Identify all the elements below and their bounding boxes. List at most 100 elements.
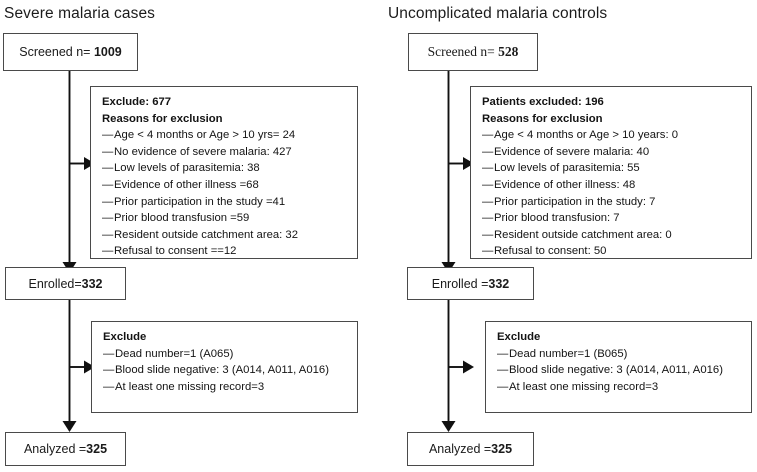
node-screened-severe-label: Screened n= bbox=[19, 45, 94, 59]
exclusion-uncomplicated-reason-text: Refusal to consent: 50 bbox=[494, 245, 607, 258]
exclusion-severe-reason: —Refusal to consent ==12 bbox=[102, 243, 348, 260]
post-exclusion-uncomplicated-heading: Exclude bbox=[497, 331, 541, 343]
list-dash: — bbox=[497, 380, 509, 393]
node-enrolled-severe: Enrolled=332 bbox=[5, 267, 126, 300]
post-exclusion-severe-reason-text: Blood slide negative: 3 (A014, A011, A01… bbox=[115, 364, 329, 377]
exclusion-uncomplicated-reason: —Evidence of other illness: 48 bbox=[482, 177, 742, 194]
exclusion-severe-reason: —Prior participation in the study =41 bbox=[102, 194, 348, 211]
post-exclusion-severe-reason: —At least one missing record=3 bbox=[103, 379, 348, 396]
node-analyzed-uncomplicated: Analyzed =325 bbox=[407, 432, 534, 466]
exclusion-uncomplicated-reason: —Refusal to consent: 50 bbox=[482, 243, 742, 260]
post-exclusion-uncomplicated-reason-text: Blood slide negative: 3 (A014, A011, A01… bbox=[509, 364, 723, 377]
list-dash: — bbox=[102, 228, 114, 241]
node-exclusion-uncomplicated: Patients excluded: 196 Reasons for exclu… bbox=[470, 86, 752, 259]
exclusion-severe-reason: —Age < 4 months or Age > 10 yrs= 24 bbox=[102, 127, 348, 144]
column-title-severe: Severe malaria cases bbox=[4, 5, 156, 22]
exclusion-severe-reason-text: Refusal to consent ==12 bbox=[114, 245, 237, 258]
list-dash: — bbox=[482, 228, 494, 241]
exclusion-severe-heading: Exclude: 677 bbox=[102, 96, 172, 108]
node-enrolled-severe-label: Enrolled= bbox=[28, 276, 82, 291]
exclusion-uncomplicated-subheading: Reasons for exclusion bbox=[482, 112, 603, 125]
list-dash: — bbox=[102, 178, 114, 191]
column-title-uncomplicated: Uncomplicated malaria controls bbox=[388, 5, 608, 22]
exclusion-uncomplicated-reason-text: Prior participation in the study: 7 bbox=[494, 195, 656, 208]
exclusion-uncomplicated-reason: —Resident outside catchment area: 0 bbox=[482, 227, 742, 244]
post-exclusion-uncomplicated-reason-text: At least one missing record=3 bbox=[509, 380, 659, 393]
exclusion-uncomplicated-reason-text: Evidence of severe malaria: 40 bbox=[494, 145, 650, 158]
list-dash: — bbox=[482, 178, 494, 191]
node-screened-uncomplicated-text: Screened n= 528 bbox=[428, 44, 519, 60]
exclusion-severe-reason: —Evidence of other illness =68 bbox=[102, 177, 348, 194]
node-analyzed-severe-text: Analyzed =325 bbox=[24, 441, 107, 457]
list-dash: — bbox=[103, 364, 115, 377]
exclusion-severe-reason-text: Evidence of other illness =68 bbox=[114, 178, 259, 191]
exclusion-severe-reason-text: Resident outside catchment area: 32 bbox=[114, 228, 298, 241]
node-enrolled-severe-value: 332 bbox=[81, 276, 103, 291]
exclusion-severe-reason: —Resident outside catchment area: 32 bbox=[102, 227, 348, 244]
node-analyzed-uncomplicated-text: Analyzed =325 bbox=[429, 441, 512, 457]
post-exclusion-severe-reason: —Blood slide negative: 3 (A014, A011, A0… bbox=[103, 362, 348, 379]
list-dash: — bbox=[102, 162, 114, 175]
post-exclusion-severe-heading: Exclude bbox=[103, 331, 147, 343]
node-enrolled-uncomplicated-value: 332 bbox=[488, 276, 510, 291]
exclusion-uncomplicated-heading: Patients excluded: 196 bbox=[482, 96, 604, 108]
node-exclusion-severe: Exclude: 677 Reasons for exclusion —Age … bbox=[90, 86, 358, 259]
exclusion-uncomplicated-reason-text: Prior blood transfusion: 7 bbox=[494, 212, 620, 225]
exclusion-uncomplicated-reason: —Prior blood transfusion: 7 bbox=[482, 210, 742, 227]
exclusion-severe-reason-text: Prior participation in the study =41 bbox=[114, 195, 286, 208]
post-exclusion-uncomplicated-reason: —At least one missing record=3 bbox=[497, 379, 742, 396]
list-dash: — bbox=[102, 195, 114, 208]
list-dash: — bbox=[102, 212, 114, 225]
post-exclusion-uncomplicated-reason: —Blood slide negative: 3 (A014, A011, A0… bbox=[497, 362, 742, 379]
list-dash: — bbox=[497, 364, 509, 377]
node-post-exclusion-severe: Exclude —Dead number=1 (A065) —Blood sli… bbox=[91, 321, 358, 413]
node-analyzed-severe-value: 325 bbox=[86, 442, 108, 456]
node-enrolled-severe-text: Enrolled=332 bbox=[28, 276, 102, 292]
node-analyzed-uncomplicated-label: Analyzed = bbox=[428, 442, 492, 456]
list-dash: — bbox=[482, 129, 494, 142]
post-exclusion-uncomplicated-reason-text: Dead number=1 (B065) bbox=[509, 347, 628, 360]
exclusion-uncomplicated-reason-text: Low levels of parasitemia: 55 bbox=[494, 162, 640, 175]
exclusion-uncomplicated-reason: —Evidence of severe malaria: 40 bbox=[482, 144, 742, 161]
node-post-exclusion-uncomplicated: Exclude —Dead number=1 (B065) —Blood sli… bbox=[485, 321, 752, 413]
list-dash: — bbox=[482, 212, 494, 225]
list-dash: — bbox=[482, 162, 494, 175]
list-dash: — bbox=[102, 129, 114, 142]
list-dash: — bbox=[482, 195, 494, 208]
exclusion-uncomplicated-reason: —Prior participation in the study: 7 bbox=[482, 194, 742, 211]
node-analyzed-uncomplicated-value: 325 bbox=[491, 442, 513, 456]
post-exclusion-severe-reason-text: At least one missing record=3 bbox=[115, 380, 265, 393]
node-screened-uncomplicated-label: Screened n= bbox=[427, 44, 499, 59]
node-analyzed-severe: Analyzed =325 bbox=[5, 432, 126, 466]
list-dash: — bbox=[103, 347, 115, 360]
arrowhead-right-post-exclude bbox=[463, 360, 474, 374]
post-exclusion-uncomplicated-reason: —Dead number=1 (B065) bbox=[497, 346, 742, 363]
node-screened-severe-value: 1009 bbox=[93, 45, 122, 59]
node-enrolled-uncomplicated: Enrolled =332 bbox=[407, 267, 534, 300]
list-dash: — bbox=[103, 380, 115, 393]
list-dash: — bbox=[102, 245, 114, 258]
node-screened-uncomplicated-value: 528 bbox=[498, 44, 519, 59]
list-dash: — bbox=[497, 347, 509, 360]
exclusion-uncomplicated-reason: —Age < 4 months or Age > 10 years: 0 bbox=[482, 127, 742, 144]
node-analyzed-severe-label: Analyzed = bbox=[23, 442, 87, 456]
exclusion-severe-reason-text: No evidence of severe malaria: 427 bbox=[114, 145, 292, 158]
exclusion-severe-reason-text: Prior blood transfusion =59 bbox=[114, 212, 250, 225]
exclusion-uncomplicated-reason-text: Age < 4 months or Age > 10 years: 0 bbox=[494, 129, 679, 142]
arrowhead-right-analyzed bbox=[441, 421, 456, 432]
exclusion-severe-reason: —Prior blood transfusion =59 bbox=[102, 210, 348, 227]
exclusion-severe-subheading: Reasons for exclusion bbox=[102, 112, 223, 125]
node-enrolled-uncomplicated-text: Enrolled =332 bbox=[432, 276, 510, 292]
exclusion-uncomplicated-reason-text: Evidence of other illness: 48 bbox=[494, 178, 636, 191]
exclusion-severe-reason-text: Low levels of parasitemia: 38 bbox=[114, 162, 260, 175]
node-screened-uncomplicated: Screened n= 528 bbox=[408, 33, 538, 71]
list-dash: — bbox=[482, 145, 494, 158]
node-screened-severe: Screened n= 1009 bbox=[3, 33, 138, 71]
exclusion-uncomplicated-reason: —Low levels of parasitemia: 55 bbox=[482, 160, 742, 177]
post-exclusion-severe-reason-text: Dead number=1 (A065) bbox=[115, 347, 234, 360]
post-exclusion-severe-reason: —Dead number=1 (A065) bbox=[103, 346, 348, 363]
list-dash: — bbox=[102, 145, 114, 158]
arrowhead-left-analyzed bbox=[62, 421, 77, 432]
list-dash: — bbox=[482, 245, 494, 258]
